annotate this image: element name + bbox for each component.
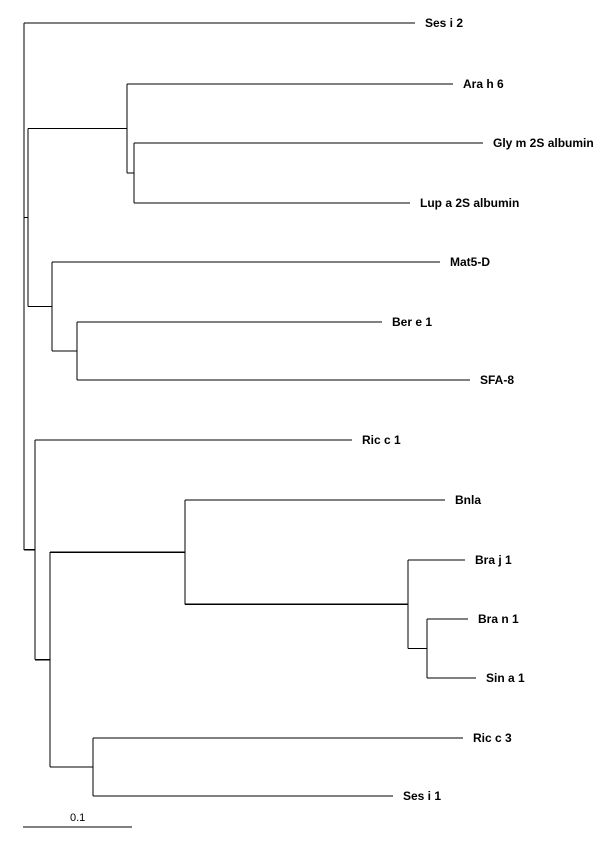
leaf-label-bra-n-1: Bra n 1: [478, 612, 519, 626]
leaf-label-ses-i-1: Ses i 1: [403, 789, 441, 803]
leaf-label-mat5-d: Mat5-D: [450, 255, 490, 269]
leaf-label-bra-j-1: Bra j 1: [475, 553, 512, 567]
scale-bar-label: 0.1: [70, 812, 85, 824]
leaf-label-gly-m-2s: Gly m 2S albumin: [493, 136, 594, 150]
leaf-label-ber-e-1: Ber e 1: [392, 315, 432, 329]
leaf-label-sfa-8: SFA-8: [480, 373, 514, 387]
leaf-label-bnla: Bnla: [455, 493, 481, 507]
leaf-label-ric-c-1: Ric c 1: [362, 433, 401, 447]
tree-branches: [23, 22, 483, 797]
leaf-label-ara-h-6: Ara h 6: [463, 77, 504, 91]
leaf-label-ses-i-2: Ses i 2: [425, 16, 463, 30]
leaf-label-ric-c-3: Ric c 3: [473, 731, 512, 745]
scale-bar: 0.1: [23, 812, 132, 828]
leaf-label-sin-a-1: Sin a 1: [486, 671, 525, 685]
leaf-label-lup-a-2s: Lup a 2S albumin: [420, 196, 519, 210]
